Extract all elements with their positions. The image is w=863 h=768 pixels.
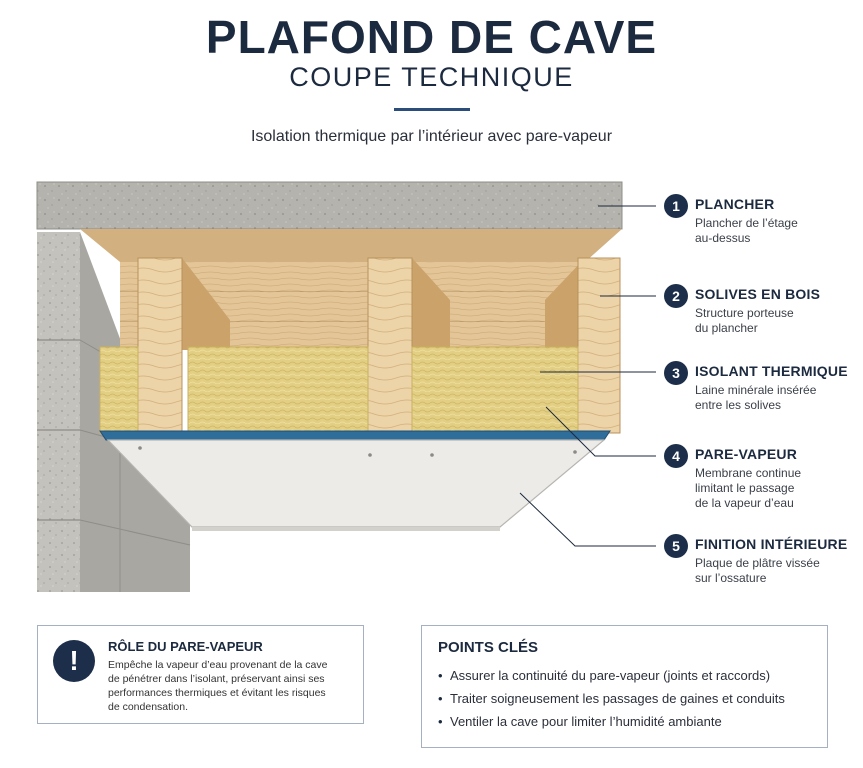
role-box-title: RÔLE DU PARE-VAPEUR — [108, 639, 263, 654]
page-title: PLAFOND DE CAVE — [205, 11, 658, 63]
callout-description: Membrane continue limitant le passage de… — [695, 466, 802, 510]
vapor-barrier — [99, 430, 611, 441]
callout-title: ISOLANT THERMIQUE — [695, 363, 848, 379]
key-points-list: •Assurer la continuité du pare-vapeur (j… — [438, 666, 785, 735]
callout-title: SOLIVES EN BOIS — [695, 286, 821, 302]
callout-description: Structure porteuse du plancher — [695, 306, 794, 335]
callout-description: Laine minérale insérée entre les solives — [695, 383, 817, 412]
page-tagline: Isolation thermique par l’intérieur avec… — [250, 128, 613, 145]
list-item: •Assurer la continuité du pare-vapeur (j… — [438, 666, 785, 689]
leader-lines — [519, 205, 656, 547]
mineral-wool-insulation — [99, 346, 579, 434]
list-item: •Traiter soigneusement les passages de g… — [438, 689, 785, 712]
callout-title: PLANCHER — [695, 196, 775, 212]
key-points-title: POINTS CLÉS — [438, 639, 539, 656]
key-points-box: POINTS CLÉS •Assurer la continuité du pa… — [421, 625, 828, 748]
role-box-text: Empêche la vapeur d’eau provenant de la … — [108, 659, 328, 713]
callout-number-4: 4 — [664, 444, 688, 468]
list-item: •Ventiler la cave pour limiter l’humidit… — [438, 712, 785, 735]
callout-number-5: 5 — [664, 534, 688, 558]
callout-title: PARE-VAPEUR — [695, 446, 798, 462]
exclamation-icon: ! — [53, 640, 95, 682]
vapor-barrier-role-box: ! RÔLE DU PARE-VAPEUR Empêche la vapeur … — [37, 625, 364, 724]
ceiling-section-diagram — [36, 181, 656, 592]
floor-slab — [36, 181, 623, 230]
callout-number-3: 3 — [664, 361, 688, 385]
title-divider — [394, 108, 470, 111]
callout-description: Plaque de plâtre vissée sur l’ossature — [695, 556, 820, 585]
bullet-icon: • — [438, 691, 443, 706]
bullet-icon: • — [438, 714, 443, 729]
page-subtitle: COUPE TECHNIQUE — [289, 62, 574, 92]
callout-title: FINITION INTÉRIEURE — [695, 536, 848, 552]
wood-joists — [137, 257, 621, 434]
plasterboard — [106, 439, 606, 531]
callout-description: Plancher de l’étage au-dessus — [695, 216, 798, 245]
callout-number-2: 2 — [664, 284, 688, 308]
callout-number-1: 1 — [664, 194, 688, 218]
bullet-icon: • — [438, 668, 443, 683]
